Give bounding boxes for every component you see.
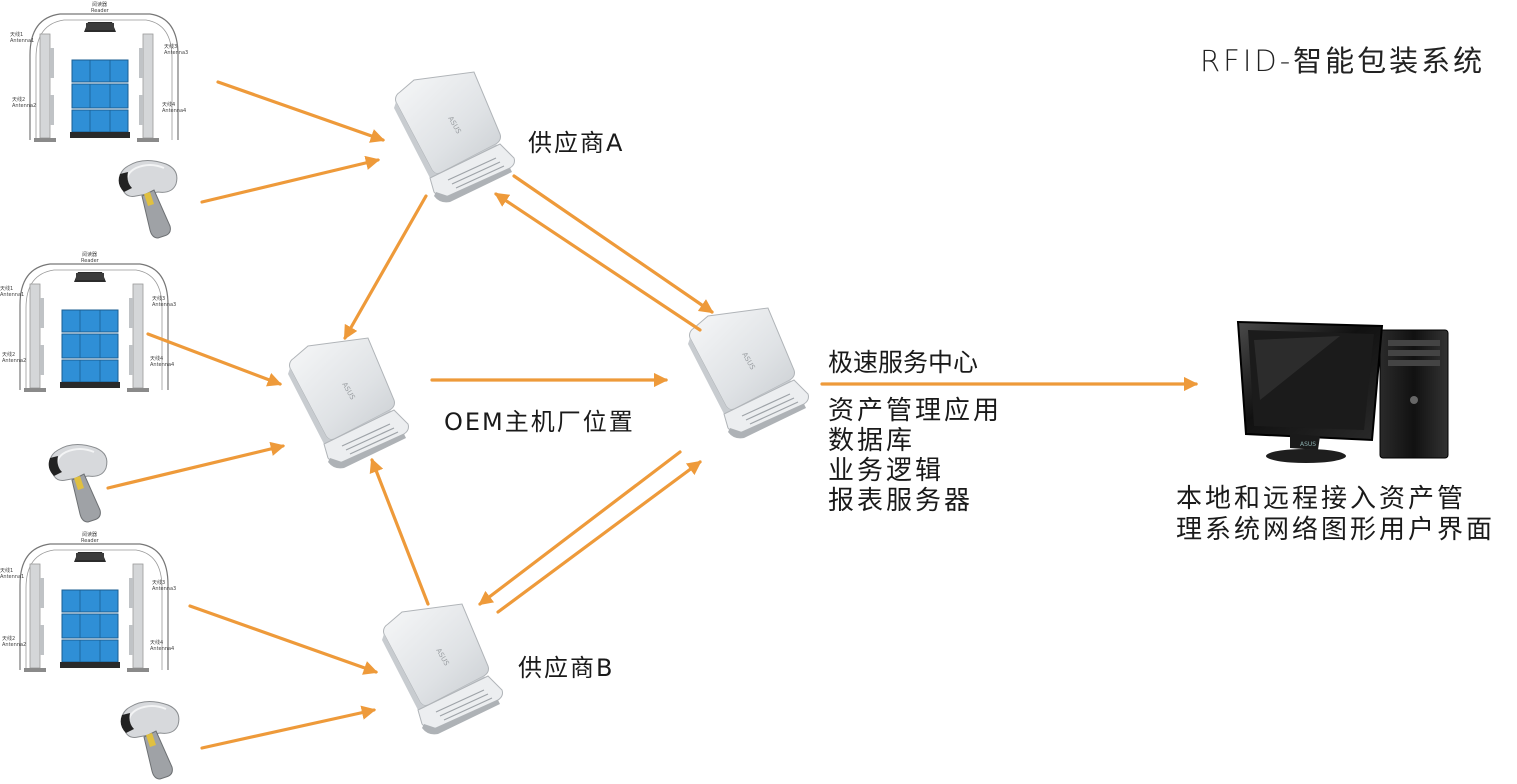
reader-label-cn: 阅读器 [92, 1, 107, 8]
reader-label-en: Reader [81, 538, 100, 544]
antenna3-label-en: Antenna3 [152, 586, 176, 592]
pc-description: 本地和远程接入资产管 理系统网络图形用户界面 [1176, 484, 1495, 546]
service-center-item: 资产管理应用 [828, 396, 1003, 426]
antenna1-label-cn: 天线1 [10, 31, 23, 38]
antenna2-label-cn: 天线2 [2, 635, 15, 642]
antenna3-label-en: Antenna3 [152, 302, 176, 308]
pc-description-line: 本地和远程接入资产管 [1176, 484, 1467, 514]
reader-label-en: Reader [81, 258, 100, 264]
antenna1-label-cn: 天线1 [0, 285, 13, 292]
oem-plant-label: OEM主机厂位置 [444, 408, 635, 436]
antenna4-label-en: Antenna4 [150, 362, 174, 368]
service-center-title: 极速服务中心 [828, 348, 979, 377]
antenna3-label-cn: 天线3 [152, 295, 165, 302]
antenna3-label-en: Antenna3 [164, 50, 188, 56]
station-1-labels: 阅读器 Reader 天线1 Antenna1 天线2 Antenna2 天线3… [10, 1, 188, 114]
antenna1-label-en: Antenna1 [0, 574, 24, 580]
antenna4-label-cn: 天线4 [150, 355, 163, 362]
antenna4-label-cn: 天线4 [162, 101, 175, 108]
diagram-title: RFID-智能包装系统 [1200, 44, 1486, 78]
service-center-item: 数据库 [828, 426, 916, 456]
antenna1-label-en: Antenna1 [10, 38, 34, 44]
desktop-computer: ASUS [1236, 320, 1449, 463]
antenna2-label-en: Antenna2 [12, 103, 36, 109]
antenna4-label-en: Antenna4 [150, 646, 174, 652]
reader-label-cn: 阅读器 [82, 251, 97, 258]
station-3-labels: 阅读器 Reader 天线1 Antenna1 天线2 Antenna2 天线3… [0, 531, 176, 652]
antenna2-label-en: Antenna2 [2, 358, 26, 364]
antenna3-label-cn: 天线3 [164, 43, 177, 50]
antenna2-label-cn: 天线2 [12, 96, 25, 103]
supplier-b-label: 供应商B [518, 654, 615, 682]
pc-description-line: 理系统网络图形用户界面 [1176, 515, 1496, 545]
antenna2-label-cn: 天线2 [2, 351, 15, 358]
antenna1-label-en: Antenna1 [0, 292, 24, 298]
antenna4-label-cn: 天线4 [150, 639, 163, 646]
antenna3-label-cn: 天线3 [152, 579, 165, 586]
antenna4-label-en: Antenna4 [162, 108, 186, 114]
station-2-labels: 阅读器 Reader 天线1 Antenna1 天线2 Antenna2 天线3… [0, 251, 176, 368]
service-center-item: 业务逻辑 [828, 456, 945, 486]
antenna1-label-cn: 天线1 [0, 567, 13, 574]
service-center-list: 资产管理应用 数据库 业务逻辑 报表服务器 [828, 396, 1002, 516]
connection-arrows [106, 80, 1199, 750]
svg-text:ASUS: ASUS [1300, 441, 1316, 448]
service-center-item: 报表服务器 [828, 486, 974, 516]
reader-label-cn: 阅读器 [82, 531, 97, 538]
reader-label-en: Reader [91, 8, 110, 14]
antenna2-label-en: Antenna2 [2, 642, 26, 648]
supplier-a-label: 供应商A [528, 129, 625, 157]
